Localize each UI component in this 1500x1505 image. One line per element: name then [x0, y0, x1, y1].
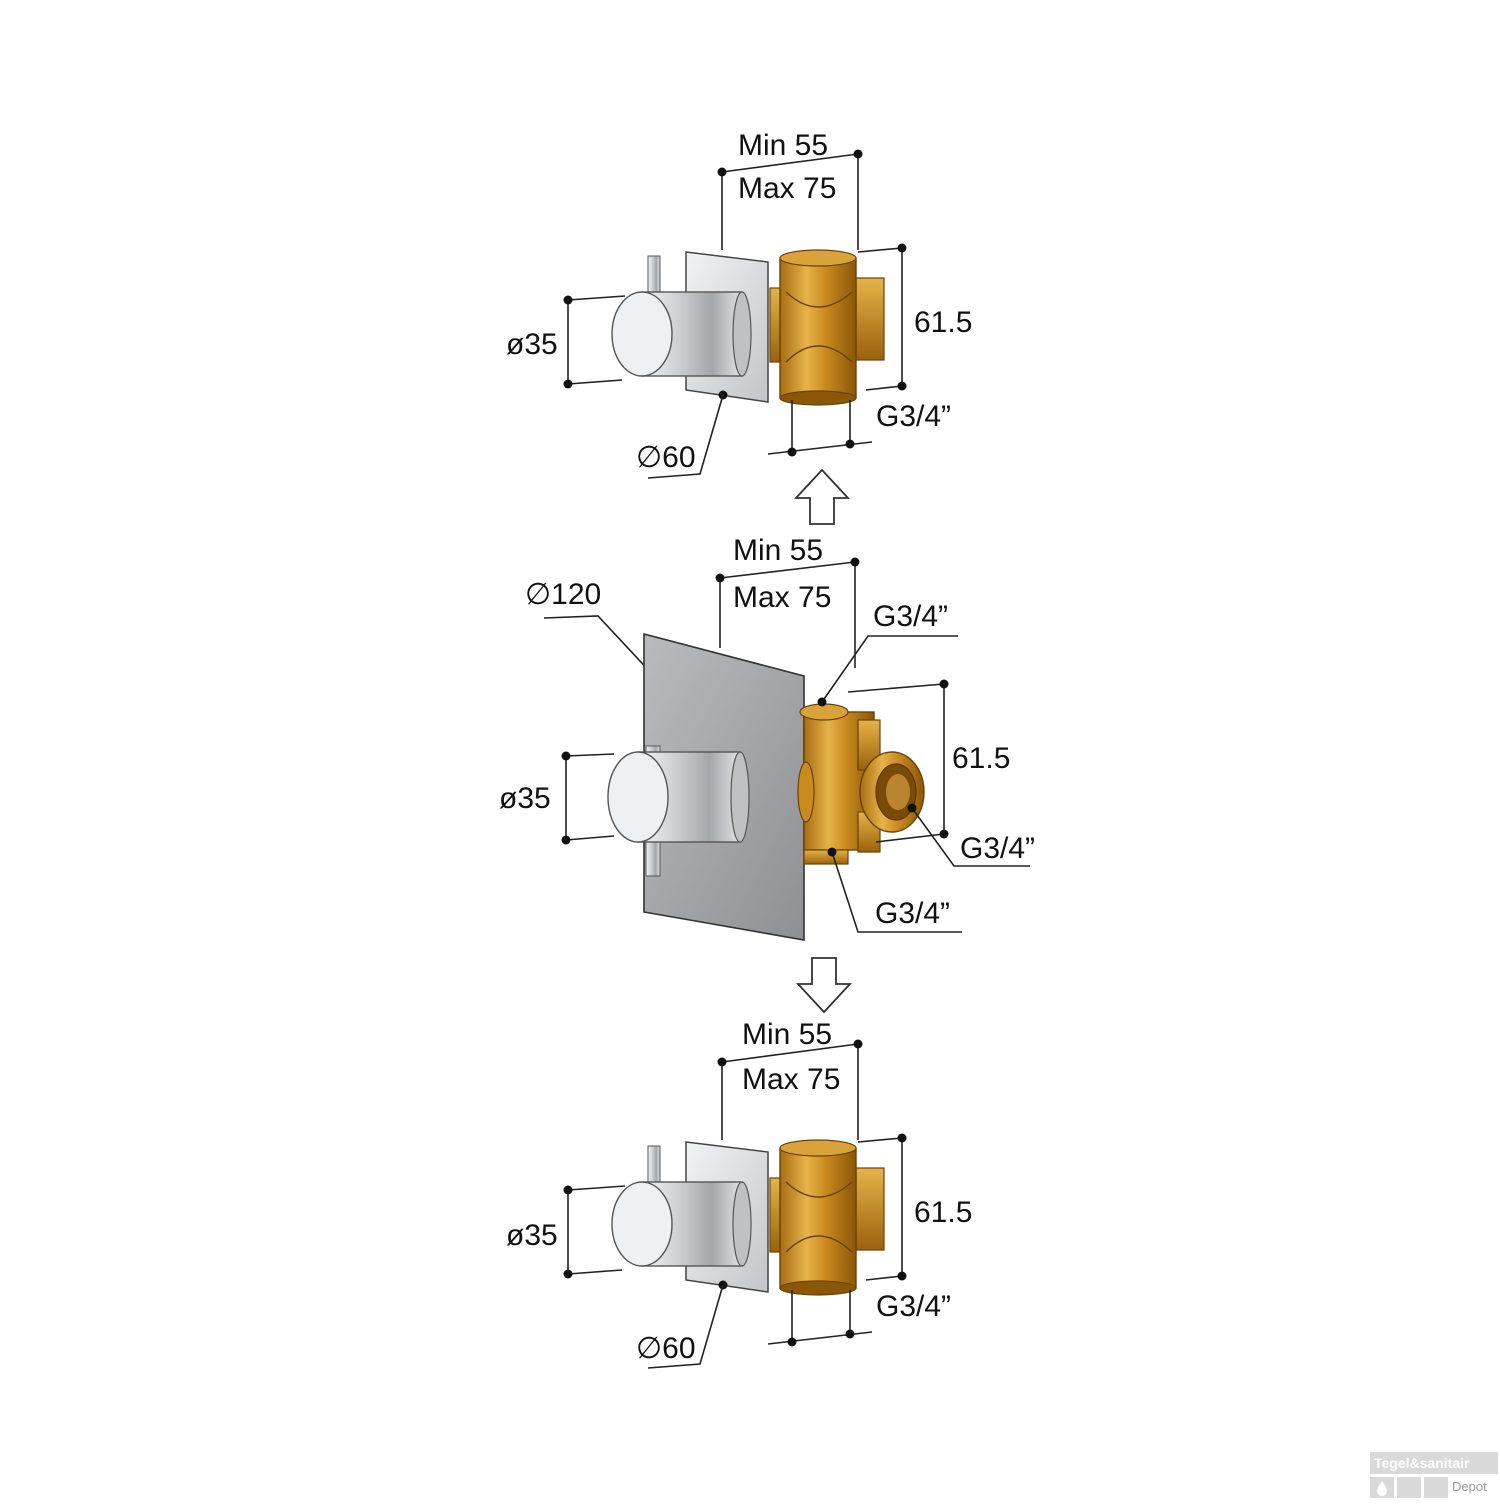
middle-max-depth-label: Max 75 [733, 581, 831, 614]
bottom-thread-label: G3/4” [876, 1290, 951, 1323]
middle-assembly: Min 55 Max 75 ∅120 [499, 534, 1035, 941]
bottom-plate-diameter-label: ∅60 [636, 1332, 696, 1365]
bottom-knob [611, 1181, 752, 1267]
top-plate-diameter-label: ∅60 [636, 441, 696, 474]
top-knob-diameter-label: ø35 [506, 328, 558, 361]
bottom-assembly: Min 55 Max 75 ø35 ∅60 61.5 [506, 1018, 972, 1369]
middle-min-depth-label: Min 55 [733, 534, 823, 567]
middle-right-thread-label: G3/4” [960, 832, 1035, 865]
arrow-up-icon [793, 468, 851, 525]
bottom-min-depth-label: Min 55 [742, 1018, 832, 1051]
bottom-brass-valve-body [769, 1139, 885, 1296]
watermark-brand: Tegel&sanitair [1374, 1455, 1470, 1471]
bottom-knob-diameter-label: ø35 [506, 1219, 558, 1252]
top-knob [611, 291, 752, 377]
middle-plate-diameter-label: ∅120 [525, 578, 601, 611]
middle-height-label: 61.5 [952, 742, 1010, 775]
top-min-depth-label: Min 55 [738, 129, 828, 162]
top-brass-valve-body [769, 249, 885, 406]
watermark-logo: Tegel&sanitair Depot [1370, 1452, 1498, 1498]
watermark-sub: Depot [1452, 1479, 1487, 1494]
middle-bottom-thread-label: G3/4” [875, 897, 950, 930]
water-drop-icon [1377, 1481, 1387, 1496]
bottom-max-depth-label: Max 75 [742, 1063, 840, 1096]
bottom-height-label: 61.5 [914, 1196, 972, 1229]
top-max-depth-label: Max 75 [738, 172, 836, 205]
top-assembly: Min 55 Max 75 ø35 ∅60 [506, 129, 972, 479]
middle-knob-diameter-label: ø35 [499, 782, 551, 815]
top-height-label: 61.5 [914, 306, 972, 339]
middle-top-thread-label: G3/4” [873, 600, 948, 633]
middle-knob [607, 751, 750, 843]
middle-brass-valve-body [797, 703, 925, 865]
arrow-down-icon [795, 957, 853, 1014]
top-thread-label: G3/4” [876, 400, 951, 433]
